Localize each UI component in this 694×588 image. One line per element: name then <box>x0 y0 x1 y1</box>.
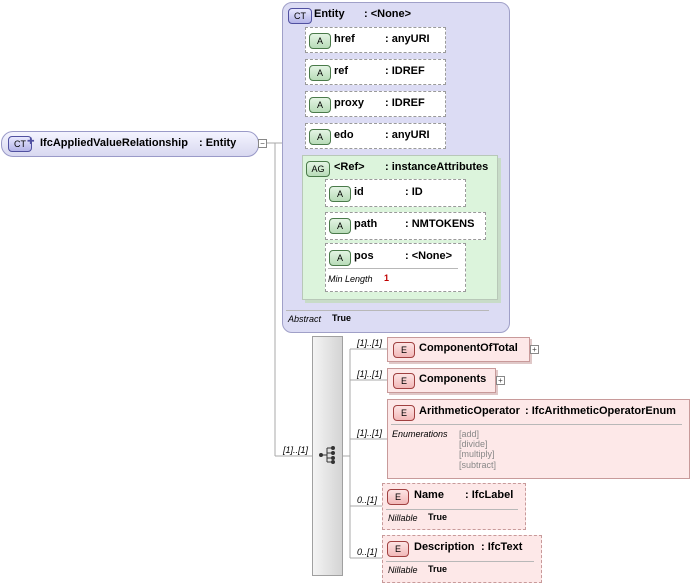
sequence-icon <box>319 446 335 464</box>
element-name: Description <box>414 541 475 553</box>
attribute-group-name: <Ref> <box>334 161 365 173</box>
enumerations-label: Enumerations <box>392 429 448 439</box>
entity-type-name: Entity <box>314 8 345 20</box>
nillable-value: True <box>428 512 448 522</box>
nillable-label: Nillable <box>388 565 418 575</box>
divider <box>391 424 682 425</box>
root-entity-type: : Entity <box>199 137 237 149</box>
sequence-compositor[interactable] <box>312 336 343 576</box>
attribute-name: href <box>334 33 355 45</box>
attribute-badge: A <box>309 97 331 113</box>
element-multiplicity: 0..[1] <box>357 495 378 505</box>
divider <box>286 310 489 311</box>
complex-type-badge: CT <box>8 136 32 152</box>
element-type: : IfcLabel <box>465 489 514 501</box>
enum-value: [multiply] <box>459 449 495 459</box>
element-arithmetic-operator[interactable] <box>387 399 690 479</box>
entity-type-type: : <None> <box>364 8 412 20</box>
element-multiplicity: [1]..[1] <box>357 338 383 348</box>
attribute-type: : anyURI <box>385 129 430 141</box>
sequence-multiplicity: [1]..[1] <box>283 445 309 455</box>
element-name-label[interactable] <box>382 483 526 530</box>
nillable-value: True <box>428 564 448 574</box>
element-badge: E <box>387 541 409 557</box>
element-multiplicity: [1]..[1] <box>357 369 383 379</box>
complex-type-badge: CT <box>288 8 312 24</box>
enum-value: [subtract] <box>459 460 497 470</box>
attribute-name: edo <box>334 129 354 141</box>
expand-icon[interactable]: + <box>496 376 505 385</box>
attribute-badge: A <box>309 33 331 49</box>
attribute-badge: A <box>309 129 331 145</box>
attribute-badge: A <box>329 218 351 234</box>
attribute-type: : NMTOKENS <box>405 218 475 230</box>
root-entity-name: IfcAppliedValueRelationship <box>40 137 188 149</box>
element-name: Name <box>414 489 444 501</box>
attribute-badge: A <box>329 186 351 202</box>
enum-value: [add] <box>459 429 480 439</box>
attribute-type: : IDREF <box>385 65 425 77</box>
facet-label: Min Length <box>328 274 373 284</box>
enum-value: [divide] <box>459 439 488 449</box>
element-name: Components <box>419 373 487 385</box>
abstract-label: Abstract <box>288 314 322 324</box>
facet-value: 1 <box>384 273 390 283</box>
element-type: : IfcArithmeticOperatorEnum <box>525 405 676 417</box>
attribute-type: : <None> <box>405 250 453 262</box>
element-badge: E <box>393 405 415 421</box>
attribute-group-badge: AG <box>306 161 330 177</box>
divider <box>386 561 534 562</box>
attribute-name: id <box>354 186 364 198</box>
divider <box>386 509 518 510</box>
attribute-name: proxy <box>334 97 364 109</box>
collapse-icon[interactable]: − <box>258 139 267 148</box>
attribute-name: pos <box>354 250 374 262</box>
element-name: ComponentOfTotal <box>419 342 518 354</box>
attribute-type: : ID <box>405 186 423 198</box>
attribute-type: : IDREF <box>385 97 425 109</box>
attribute-name: path <box>354 218 378 230</box>
element-multiplicity: [1]..[1] <box>357 428 383 438</box>
abstract-value: True <box>332 313 352 323</box>
attribute-type: : anyURI <box>385 33 430 45</box>
element-type: : IfcText <box>481 541 523 553</box>
element-badge: E <box>387 489 409 505</box>
expand-icon[interactable]: + <box>530 345 539 354</box>
attribute-group-type: : instanceAttributes <box>385 161 489 173</box>
element-multiplicity: 0..[1] <box>357 547 378 557</box>
root-plus-icon: ✚ <box>27 136 35 146</box>
attribute-badge: A <box>329 250 351 266</box>
root-entity-node[interactable]: CT ✚ IfcAppliedValueRelationship : Entit… <box>1 131 259 157</box>
element-badge: E <box>393 373 415 389</box>
attribute-path[interactable] <box>325 212 486 240</box>
attribute-name: ref <box>334 65 349 77</box>
nillable-label: Nillable <box>388 513 418 523</box>
divider <box>328 268 458 269</box>
element-badge: E <box>393 342 415 358</box>
element-name: ArithmeticOperator <box>419 405 520 417</box>
attribute-badge: A <box>309 65 331 81</box>
